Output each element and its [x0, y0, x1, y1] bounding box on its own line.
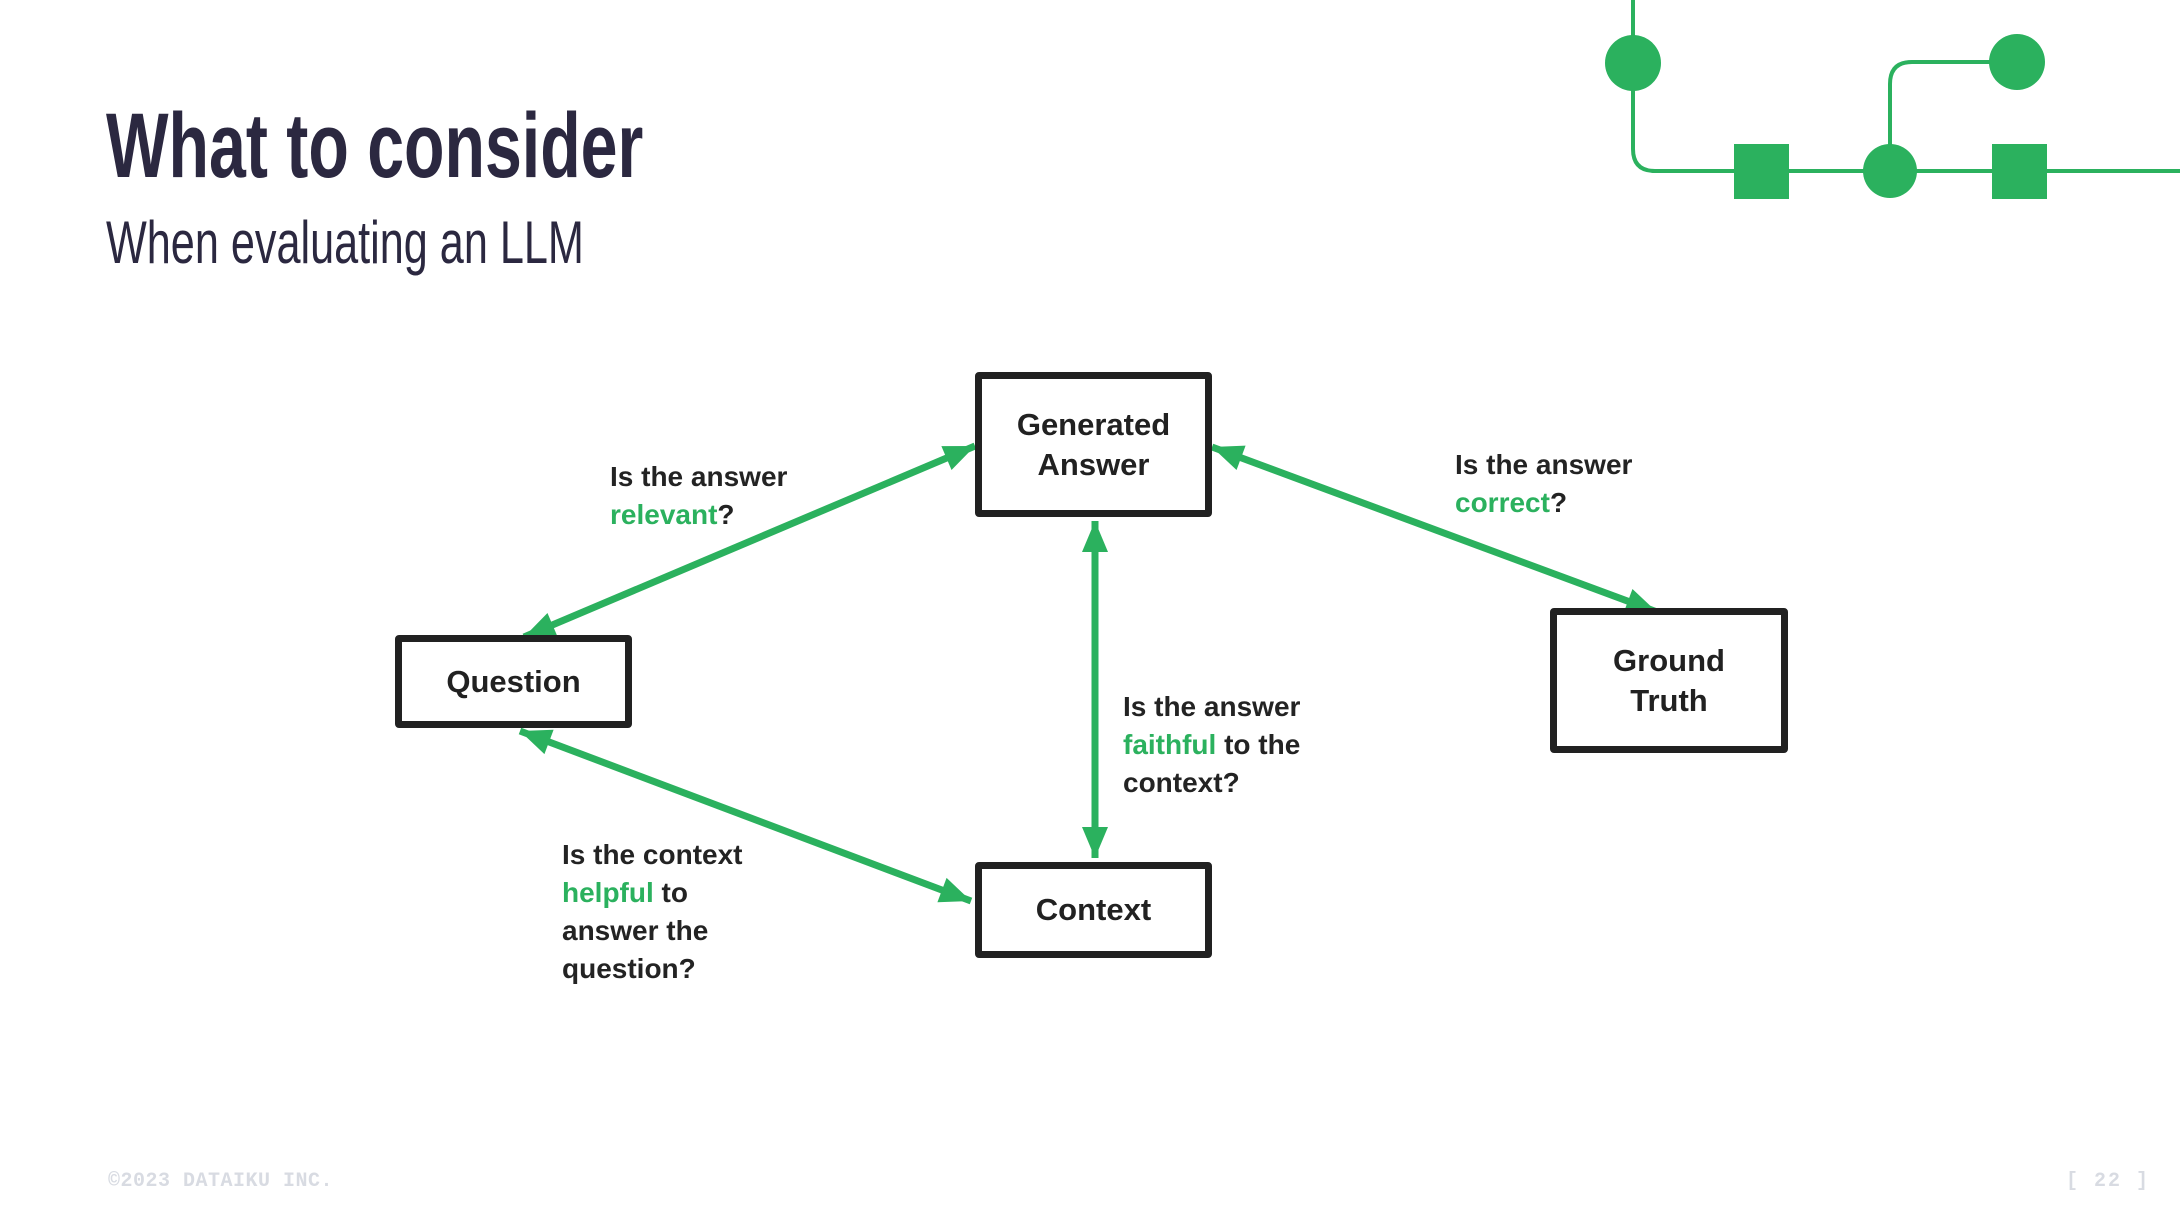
keyword-relevant: relevant — [610, 499, 718, 530]
label-line: faithful to the — [1123, 726, 1300, 764]
page-number: [ 22 ] — [2065, 1170, 2150, 1193]
square-node-icon — [1992, 144, 2047, 199]
node-question: Question — [395, 635, 632, 728]
keyword-faithful: faithful — [1123, 729, 1217, 760]
label-correctness-question: Is the answer correct? — [1455, 446, 1632, 522]
arrow-generated-answer-ground-truth — [1210, 443, 1659, 616]
label-text: to — [653, 877, 688, 908]
label-text: ? — [717, 499, 735, 530]
label-line: Is the answer — [1123, 691, 1301, 722]
slide-subtitle: When evaluating an LLM — [106, 209, 584, 276]
label-line: Is the answer — [1455, 449, 1633, 480]
circle-node-icon — [1989, 34, 2045, 90]
node-label-line: Context — [1035, 892, 1152, 927]
node-label-line: Answer — [1037, 446, 1150, 482]
node-generated-answer: Generated Answer — [975, 372, 1212, 517]
node-ground-truth: Ground Truth — [1550, 608, 1788, 753]
label-relevance-question: Is the answer relevant? — [610, 458, 787, 534]
pipeline-decoration-lines — [1631, 0, 2180, 173]
arrow-question-generated-answer — [522, 442, 977, 641]
label-text: to the — [1216, 729, 1301, 760]
circle-node-icon — [1605, 35, 1661, 91]
keyword-helpful: helpful — [562, 877, 654, 908]
pipeline-decoration-nodes — [1605, 34, 2047, 199]
label-line: answer the — [562, 915, 709, 946]
label-helpfulness-question: Is the context helpful to answer the que… — [562, 836, 742, 988]
node-label-line: Question — [446, 663, 581, 699]
node-label-line: Ground — [1613, 642, 1725, 678]
label-line: context? — [1123, 767, 1240, 798]
label-text: ? — [1549, 487, 1568, 518]
node-label-line: Truth — [1630, 682, 1708, 718]
node-context: Context — [975, 862, 1212, 958]
keyword-correct: correct — [1455, 487, 1550, 518]
label-line: helpful to — [562, 874, 742, 912]
label-line: relevant? — [610, 496, 787, 534]
arrow-question-context — [518, 727, 973, 905]
node-label-line: Generated — [1016, 406, 1171, 442]
circle-node-icon — [1863, 144, 1917, 198]
copyright-text: ©2023 DATAIKU INC. — [108, 1170, 334, 1193]
label-line: correct? — [1455, 484, 1632, 522]
label-line: Is the answer — [610, 461, 788, 492]
label-line: question? — [562, 953, 696, 984]
label-faithfulness-question: Is the answer faithful to the context? — [1123, 688, 1300, 802]
label-line: Is the context — [562, 839, 743, 870]
slide-title: What to consider — [106, 95, 644, 197]
square-node-icon — [1734, 144, 1789, 199]
